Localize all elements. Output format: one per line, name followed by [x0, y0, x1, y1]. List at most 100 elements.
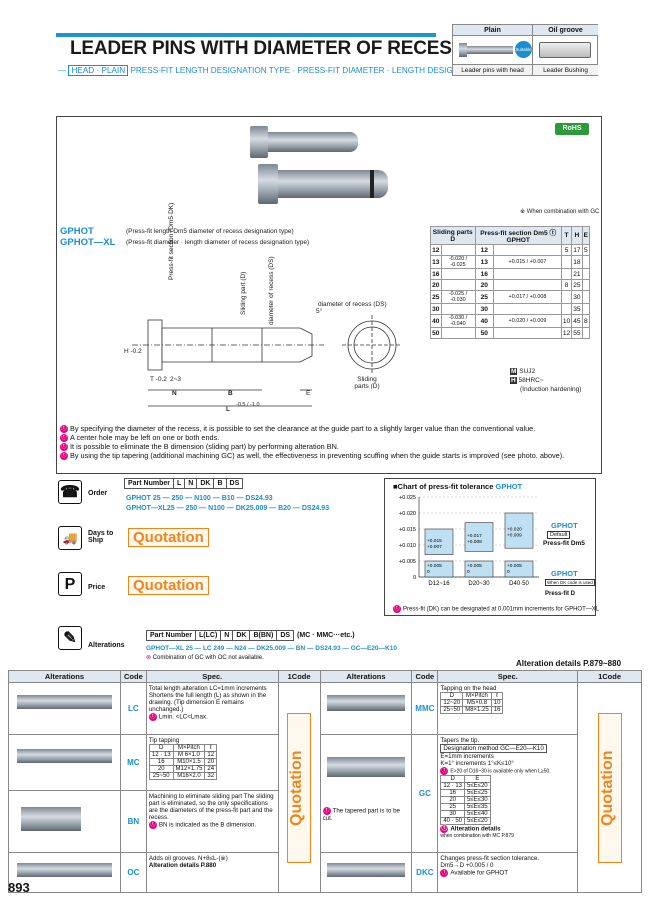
bushing-icon [539, 42, 591, 58]
mc-code: MC [119, 734, 147, 791]
price-value: Quotation [128, 576, 209, 595]
x-tick-label: D12~16 [428, 581, 450, 587]
gc-note: ※ When combination with GC [520, 209, 600, 215]
type-col-plain: Plain Suitable Leader pins with head [453, 25, 533, 75]
chart-plot: +0.025+0.020+0.015+0.010+0.0050+0.015+0.… [399, 495, 539, 587]
data-label: 0 [507, 569, 510, 575]
dim-L-tol: -0.5 / -1.0 [236, 402, 260, 408]
alt-h-DS: DS [276, 630, 295, 641]
spec-cell-H: 25 [571, 279, 583, 291]
mini-cell: 12~20 [440, 699, 464, 707]
spec-table: Sliding parts D Press-fit section Dm5 ⓣ … [430, 226, 591, 339]
press-fit-label: Press-fit section (Dm5·DK) [168, 202, 175, 280]
y-tick-label: +0.010 [399, 543, 416, 549]
truck-icon: 🚚 [58, 526, 82, 550]
bn-code: BN [119, 790, 147, 853]
spec-cell-dm: 13 [474, 255, 495, 269]
technical-drawing [132, 315, 402, 407]
quotation-left: Quotation [277, 682, 321, 893]
spec-cell-T [560, 290, 573, 304]
days-value: Quotation [128, 528, 209, 547]
spec-cell-d: 40 [430, 314, 442, 328]
spec-cell-T: 12 [560, 327, 573, 339]
alt-h-pn: Part Number [145, 630, 197, 641]
order-label: Order [88, 490, 108, 497]
data-label: +0.005 [507, 563, 522, 569]
angle-label: 5° [316, 308, 323, 315]
oc-drawing [8, 852, 121, 893]
type-col2-header: Oil groove [533, 25, 598, 36]
order-example-1: GPHOT 25 — 250 — N100 — B10 — DS24.93 [126, 495, 273, 502]
data-label: +0.007 [427, 544, 442, 550]
spec-cell-tol [440, 327, 476, 339]
page-title: LEADER PINS WITH DIAMETER OF RECESS [70, 38, 465, 59]
page-subtitle: — HEAD · PLAIN PRESS-FIT LENGTH DESIGNAT… [58, 65, 515, 76]
bar-gphot [504, 512, 534, 549]
mini-cell: 25~50 [440, 706, 464, 714]
spec-cell-T [560, 255, 573, 269]
price-icon: P [58, 572, 82, 596]
mini-cell: 5≤E≤40 [464, 810, 491, 818]
sliding-part-label: Sliding part (D) [240, 271, 247, 315]
material-h-value: 58HRC~ [518, 377, 544, 384]
mini-cell: 25~50 [148, 772, 174, 780]
price-label: Price [88, 584, 106, 591]
bn-spec: Machining to eliminate sliding part The … [145, 790, 279, 853]
chart-default: Default [547, 531, 571, 539]
mini-cell: 5≤E≤25 [464, 789, 491, 797]
mini-cell: M×Pitch [462, 692, 492, 700]
dim-H: H -0.2 [124, 348, 142, 355]
spec-cell-d: 20 [430, 279, 442, 291]
mini-cell: 16 [490, 706, 504, 714]
spec-cell-ptol [493, 279, 562, 291]
data-label: +0.005 [427, 563, 442, 569]
spec-cell-tol [440, 268, 476, 280]
order-header-row: Part Number L N DK B DS [123, 478, 244, 489]
alterations-icon: ✎ [58, 626, 82, 650]
x-tick-label: D20~30 [468, 581, 490, 587]
y-tick-label: +0.020 [399, 511, 416, 517]
spec-cell-d: 16 [430, 268, 442, 280]
spec-cell-d: 12 [430, 244, 442, 256]
mini-cell: M×Pitch [172, 744, 206, 752]
spec-cell-d: 13 [430, 255, 442, 269]
alt-h-more: (MC · MMC···etc.) [297, 632, 355, 639]
spec-cell-E [581, 327, 591, 339]
spec-cell-d: 50 [430, 327, 442, 339]
mini-cell: D [440, 692, 464, 700]
mini-cell: D [440, 775, 466, 783]
alteration-details-ref: Alteration details P.879~880 [516, 659, 622, 668]
spec-cell-H: 21 [571, 268, 583, 280]
spec-cell-H: 35 [571, 303, 583, 315]
product-frame [56, 116, 602, 474]
mini-cell: 20 [148, 765, 174, 773]
dkc-code: DKC [411, 852, 439, 893]
mini-cell: 12 · 13 [148, 751, 174, 759]
spec-cell-ptol: +0.020 / +0.009 [493, 314, 562, 328]
spec-cell-dm: 25 [474, 290, 495, 304]
mini-cell: M 6×1.0 [172, 751, 206, 759]
lc-spec: Total length alteration LC=1mm increment… [145, 682, 279, 735]
gphot-desc: (Press-fit length Dm5 diameter of recess… [126, 228, 294, 235]
chart-gphot-label: GPHOT [551, 521, 578, 530]
oc-code: OC [119, 852, 147, 893]
alt-header-row: Part Number L(LC) N DK B(BN) DS (MC · MM… [145, 630, 358, 641]
material-m: M SUJ2 [510, 368, 536, 375]
mini-cell: 30 [440, 810, 466, 818]
spec-cell-d: 30 [430, 303, 442, 315]
mini-cell: 10 [490, 699, 504, 707]
